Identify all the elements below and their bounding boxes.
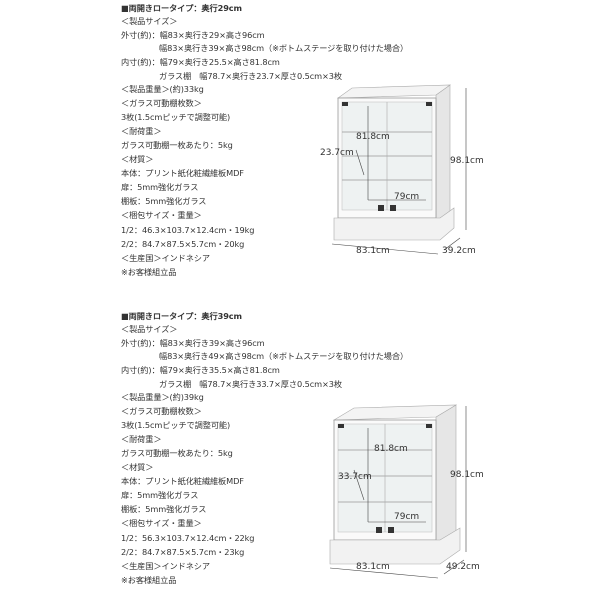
spec-line: 幅83×奥行き49×高さ98cm（※ボトムステージを取り付けた場合） bbox=[159, 351, 409, 361]
spec-line: 本体：プリント紙化粧繊維板MDF bbox=[121, 168, 244, 178]
cabinet-diagram-2: 81.8cm 33.7cm 98.1cm 79cm 83.1cm 49.2cm bbox=[320, 404, 490, 582]
spec-line: 1/2：56.3×103.7×12.4cm・22kg bbox=[121, 533, 255, 543]
spec-line: ＜ガラス可動棚枚数＞ bbox=[121, 98, 202, 108]
spec-line: ガラス棚 幅78.7×奥行き33.7×厚さ0.5cm×3枚 bbox=[159, 379, 342, 389]
spec-line: ＜材質＞ bbox=[121, 462, 154, 472]
spec-line: 外寸(約)：幅83×奥行き29×高さ96cm bbox=[121, 30, 265, 40]
spec-section-2: ■両開きロータイプ：奥行39cm ＜製品サイズ＞ 外寸(約)：幅83×奥行き39… bbox=[0, 308, 600, 600]
spec-line: ＜製品サイズ＞ bbox=[121, 324, 178, 334]
spec-line: ※お客様組立品 bbox=[121, 267, 177, 277]
dim-height: 98.1cm bbox=[450, 470, 484, 480]
spec-line: ＜生産国＞インドネシア bbox=[121, 253, 210, 263]
dim-inner-width: 79cm bbox=[394, 192, 420, 202]
spec-line: ＜梱包サイズ・重量＞ bbox=[121, 518, 202, 528]
cabinet-drawing bbox=[329, 404, 467, 579]
spec-line: ※お客様組立品 bbox=[121, 575, 177, 585]
spec-line: 扉：5mm強化ガラス bbox=[121, 490, 199, 500]
dim-width: 83.1cm bbox=[356, 562, 390, 572]
dim-height: 98.1cm bbox=[450, 156, 484, 166]
spec-line: 3枚(1.5cmピッチで調整可能) bbox=[121, 420, 231, 430]
spec-line: 2/2：84.7×87.5×5.7cm・23kg bbox=[121, 547, 245, 557]
spec-line: 内寸(約)：幅79×奥行き35.5×高さ81.8cm bbox=[121, 365, 280, 375]
dim-depth: 49.2cm bbox=[446, 562, 480, 572]
spec-line: 本体：プリント紙化粧繊維板MDF bbox=[121, 476, 244, 486]
spec-line: ＜ガラス可動棚枚数＞ bbox=[121, 406, 202, 416]
cabinet-drawing bbox=[331, 84, 467, 255]
spec-line: 棚板：5mm強化ガラス bbox=[121, 196, 207, 206]
cabinet-diagram-1: 81.8cm 23.7cm 98.1cm 79cm 83.1cm 39.2cm bbox=[320, 84, 490, 260]
spec-line: ＜製品サイズ＞ bbox=[121, 16, 178, 26]
spec-line: ガラス可動棚一枚あたり：5kg bbox=[121, 140, 233, 150]
dim-inner-depth: 33.7cm bbox=[338, 472, 372, 482]
spec-line: ＜製品重量＞(約)33kg bbox=[121, 84, 204, 94]
spec-line: 棚板：5mm強化ガラス bbox=[121, 504, 207, 514]
spec-line: ■両開きロータイプ：奥行39cm bbox=[121, 311, 242, 321]
dim-depth: 39.2cm bbox=[442, 246, 476, 256]
dim-inner-depth: 23.7cm bbox=[320, 148, 354, 158]
spec-line: 1/2：46.3×103.7×12.4cm・19kg bbox=[121, 225, 255, 235]
spec-line: 2/2：84.7×87.5×5.7cm・20kg bbox=[121, 239, 245, 249]
dim-inner-width: 79cm bbox=[394, 512, 420, 522]
dim-inner-height: 81.8cm bbox=[374, 444, 408, 454]
dim-width: 83.1cm bbox=[356, 246, 390, 256]
spec-line: 内寸(約)：幅79×奥行き25.5×高さ81.8cm bbox=[121, 57, 280, 67]
spec-line: 幅83×奥行き39×高さ98cm（※ボトムステージを取り付けた場合） bbox=[159, 43, 409, 53]
spec-line: ＜製品重量＞(約)39kg bbox=[121, 392, 204, 402]
spec-line: ＜耐荷重＞ bbox=[121, 126, 162, 136]
spec-line: ＜材質＞ bbox=[121, 154, 154, 164]
spec-line: 3枚(1.5cmピッチで調整可能) bbox=[121, 112, 231, 122]
spec-line: ガラス棚 幅78.7×奥行き23.7×厚さ0.5cm×3枚 bbox=[159, 71, 342, 81]
spec-line: ＜生産国＞インドネシア bbox=[121, 561, 210, 571]
spec-line: ＜梱包サイズ・重量＞ bbox=[121, 210, 202, 220]
spec-line: ＜耐荷重＞ bbox=[121, 434, 162, 444]
spec-line: 扉：5mm強化ガラス bbox=[121, 182, 199, 192]
spec-line: ガラス可動棚一枚あたり：5kg bbox=[121, 448, 233, 458]
spec-section-1: ■両開きロータイプ：奥行29cm ＜製品サイズ＞ 外寸(約)：幅83×奥行き29… bbox=[121, 3, 490, 277]
dim-inner-height: 81.8cm bbox=[356, 132, 390, 142]
spec-line: ■両開きロータイプ：奥行29cm bbox=[121, 3, 242, 13]
spec-line: 外寸(約)：幅83×奥行き39×高さ96cm bbox=[121, 338, 265, 348]
